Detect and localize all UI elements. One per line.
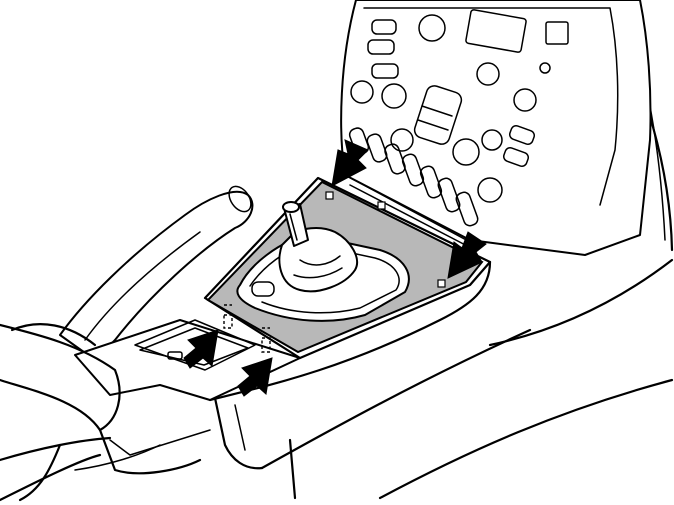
clip-icon [325, 191, 334, 200]
gear-indicator [251, 281, 275, 297]
arrow-up-left-icon [183, 329, 219, 369]
button-icon [371, 63, 399, 79]
display-panel [465, 9, 527, 53]
knob-icon [390, 128, 414, 152]
knob-icon [350, 80, 374, 104]
knob-icon [381, 83, 407, 109]
clip-icon [377, 201, 386, 210]
button-icon [367, 39, 395, 55]
button-icon [371, 19, 397, 35]
center-stack [340, 0, 652, 256]
gear-lever [282, 201, 309, 247]
display-button [545, 21, 569, 45]
arrow-up-right-icon [237, 357, 273, 397]
knob-icon [477, 177, 503, 203]
arrow-down-left-icon [331, 139, 369, 187]
knob-icon [539, 62, 551, 74]
arrow-down-right-icon [447, 231, 487, 279]
clip-icon [437, 279, 446, 288]
climate-control [413, 85, 463, 145]
lid-latch [167, 351, 183, 360]
handbrake-lever [10, 185, 254, 361]
knob-icon [476, 62, 500, 86]
button-icon [508, 124, 536, 146]
knob-icon [452, 138, 480, 166]
knob-icon [513, 88, 537, 112]
clip-location-markers [223, 304, 271, 353]
button-icon [502, 146, 530, 168]
knob-icon [418, 14, 446, 42]
lower-console [0, 319, 301, 502]
storage-lid [134, 319, 256, 371]
knob-icon [481, 129, 503, 151]
